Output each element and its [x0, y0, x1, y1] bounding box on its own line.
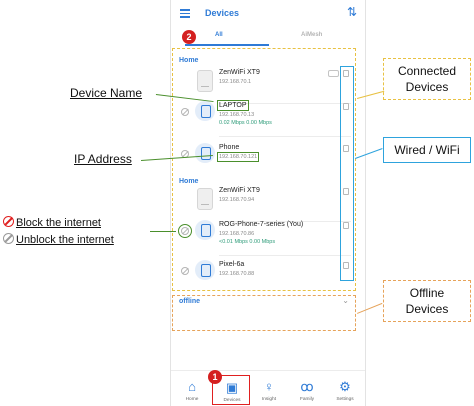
row-divider: [219, 221, 351, 222]
nav-label: Settings: [336, 397, 354, 402]
offline-devices-label: Offline Devices: [405, 286, 449, 316]
unblock-legend-label: Unblock the internet: [16, 234, 114, 246]
device-name-annotation: Device Name: [70, 86, 143, 100]
aimesh-node-icon: [328, 70, 339, 77]
nav-family[interactable]: ꝏ Family: [288, 375, 326, 405]
wired-icon: [343, 188, 349, 195]
device-ip: 192.168.70.94: [219, 197, 255, 203]
device-row[interactable]: LAPTOP 192.168.70.13 0.02 Mbps 0.00 Mbps: [175, 95, 351, 137]
device-row[interactable]: ROG-Phone-7-series (You) 192.168.70.86 <…: [175, 214, 351, 256]
top-bar: Devices ⇅: [171, 0, 365, 28]
device-row[interactable]: Pixel-6a 192.168.70.88: [175, 254, 351, 296]
device-ip: 192.168.70.1: [219, 79, 252, 85]
block-internet-icon[interactable]: [181, 108, 189, 116]
connected-devices-region: [172, 48, 356, 291]
device-row[interactable]: ZenWiFi XT9 192.168.70.94: [175, 180, 351, 222]
unblock-internet-icon[interactable]: [178, 224, 192, 238]
nav-devices[interactable]: ▣ Devices: [212, 375, 250, 405]
tab-bar: All AiMesh: [171, 28, 365, 46]
gear-icon: ⚙: [339, 379, 351, 394]
home-icon: ⌂: [188, 379, 196, 394]
block-legend-label: Block the internet: [16, 217, 101, 229]
sort-icon[interactable]: ⇅: [346, 5, 357, 19]
page-title: Devices: [205, 8, 240, 18]
tab-all[interactable]: All: [215, 32, 223, 38]
offline-section-label[interactable]: offline: [179, 298, 200, 305]
nav-label: Devices: [223, 398, 241, 403]
device-name: Pixel-6a: [219, 261, 245, 268]
phone-icon: [195, 260, 215, 280]
router-icon: [197, 70, 213, 92]
family-icon: ꝏ: [300, 379, 314, 394]
phone-icon: [195, 220, 215, 240]
nav-home[interactable]: ⌂ Home: [173, 375, 211, 405]
offline-devices-region: [172, 295, 356, 331]
device-name: LAPTOP: [217, 100, 249, 111]
device-speed: 0.02 Mbps 0.00 Mbps: [219, 120, 272, 126]
wifi-icon: [343, 103, 349, 110]
block-internet-icon[interactable]: [181, 267, 189, 275]
step-badge-1: 1: [208, 370, 222, 384]
device-row[interactable]: Phone 192.168.70.121: [175, 137, 351, 179]
unblock-legend: Unblock the internet: [3, 233, 114, 246]
nav-insight[interactable]: ♀ Insight: [250, 375, 288, 405]
nav-settings[interactable]: ⚙ Settings: [326, 375, 364, 405]
row-divider: [219, 103, 351, 104]
block-legend: Block the internet: [3, 216, 101, 229]
wired-wifi-label: Wired / WiFi: [394, 143, 460, 157]
ip-address-annotation: IP Address: [74, 152, 132, 166]
row-divider: [219, 136, 351, 137]
router-icon: [197, 188, 213, 210]
connected-devices-callout: Connected Devices: [383, 58, 471, 100]
nav-label: Insight: [261, 397, 277, 402]
offline-devices-callout: Offline Devices: [383, 280, 471, 322]
device-name: ZenWiFi XT9: [219, 69, 260, 76]
row-divider: [219, 255, 351, 256]
laptop-icon: [195, 101, 215, 121]
device-ip: 192.168.70.13: [219, 112, 255, 118]
device-name: ZenWiFi XT9: [219, 187, 260, 194]
device-row[interactable]: ZenWiFi XT9 192.168.70.1: [175, 62, 351, 104]
wired-wifi-callout: Wired / WiFi: [383, 137, 471, 163]
tab-aimesh[interactable]: AiMesh: [301, 32, 323, 38]
nav-label: Home: [185, 397, 199, 402]
lightbulb-icon: ♀: [264, 379, 274, 394]
connected-devices-label: Connected Devices: [397, 64, 457, 94]
chevron-down-icon[interactable]: ⌄: [342, 296, 349, 305]
section-label-home: Home: [179, 57, 199, 64]
wifi-icon: [343, 262, 349, 269]
phone-icon: [195, 143, 215, 163]
menu-icon[interactable]: [180, 9, 190, 18]
active-tab-indicator: [185, 44, 269, 46]
unblock-icon: [3, 233, 14, 244]
section-label-home: Home: [179, 178, 199, 185]
bottom-navigation: ⌂ Home ▣ Devices ♀ Insight ꝏ Family ⚙ Se…: [171, 370, 365, 406]
device-name: ROG-Phone-7-series (You): [219, 221, 304, 228]
device-ip: 192.168.70.86: [219, 231, 255, 237]
phone-screen: Devices ⇅ All AiMesh Home ZenWiFi XT9 19…: [170, 0, 366, 406]
device-speed: <0.01 Mbps 0.00 Mbps: [219, 239, 276, 245]
connector-line: [150, 231, 176, 232]
step-badge-2: 2: [182, 30, 196, 44]
device-ip: 192.168.70.121: [216, 152, 260, 162]
block-icon: [3, 216, 14, 227]
wifi-icon: [343, 145, 349, 152]
nav-label: Family: [299, 397, 315, 402]
wifi-icon: [343, 222, 349, 229]
wired-wifi-region: [340, 66, 354, 281]
wired-icon: [343, 70, 349, 77]
device-name: Phone: [219, 144, 240, 151]
devices-icon: ▣: [225, 380, 239, 395]
device-ip: 192.168.70.88: [219, 271, 255, 277]
